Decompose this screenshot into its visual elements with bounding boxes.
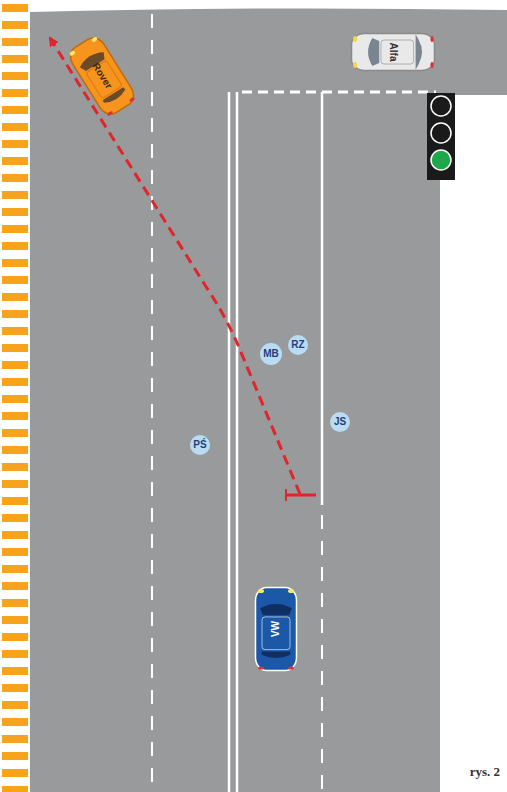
taillight	[129, 97, 136, 103]
person-initials: PŚ	[193, 440, 206, 450]
person-initials: RZ	[291, 340, 304, 350]
person-marker: JS	[330, 412, 350, 432]
windshield	[368, 38, 379, 66]
headlight	[258, 589, 264, 593]
double-line	[236, 92, 239, 792]
person-marker: MB	[260, 343, 282, 365]
stop-line	[242, 91, 436, 94]
car-outline	[256, 588, 297, 671]
headlight	[353, 62, 357, 68]
taillight	[430, 62, 433, 68]
car-roof	[86, 60, 122, 98]
start-mark	[286, 494, 316, 497]
pedestrian-crossing	[2, 0, 28, 792]
vehicle-path	[50, 38, 300, 494]
headlight	[353, 36, 357, 42]
car: Alfa	[350, 32, 436, 72]
person-marker: PŚ	[190, 435, 210, 455]
person-initials: MB	[263, 349, 279, 359]
lane-line	[151, 14, 153, 792]
double-line	[228, 92, 231, 792]
rear-window	[262, 653, 290, 656]
taillight	[288, 666, 294, 669]
start-mark	[285, 489, 287, 501]
person-initials: JS	[334, 417, 346, 427]
windshield	[260, 604, 292, 615]
lane-line	[321, 92, 324, 505]
car-roof	[262, 617, 290, 650]
figure-caption: rys. 2	[470, 764, 500, 780]
taillight	[107, 110, 114, 116]
headlight	[69, 50, 76, 57]
traffic-light	[427, 93, 455, 180]
headlight	[288, 589, 294, 593]
car-roof	[381, 40, 414, 64]
car-outline	[352, 34, 435, 71]
car-outline	[66, 34, 138, 119]
taillight	[258, 666, 264, 669]
car-label: Alfa	[388, 43, 398, 62]
car: VW	[254, 586, 298, 672]
lane-line	[321, 515, 323, 792]
rear-window	[417, 40, 420, 64]
road	[30, 8, 507, 792]
taillight	[430, 36, 433, 42]
headlight	[91, 36, 98, 43]
car-label: VW	[271, 621, 281, 637]
person-marker: RZ	[288, 335, 308, 355]
